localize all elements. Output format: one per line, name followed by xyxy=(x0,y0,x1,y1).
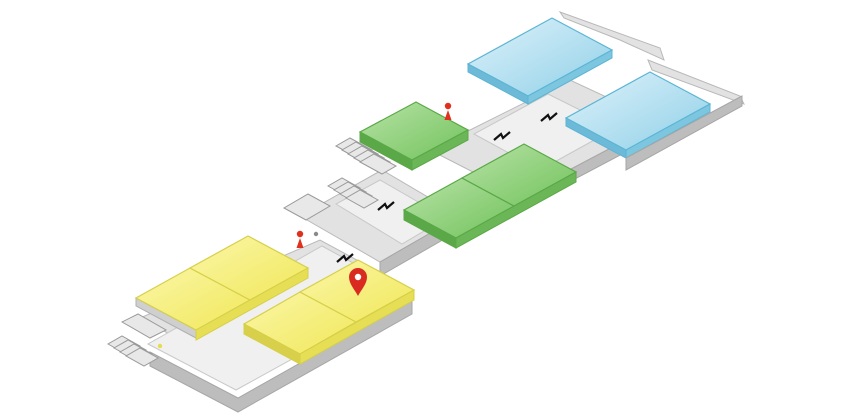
stairs-upper-left xyxy=(334,137,398,175)
restroom-icon[interactable] xyxy=(444,102,452,120)
blue-zone[interactable] xyxy=(466,11,746,171)
green-zone[interactable] xyxy=(358,101,578,249)
map-pin-icon[interactable] xyxy=(349,268,367,296)
info-dot xyxy=(157,343,163,349)
zigzag-icon xyxy=(493,131,511,141)
info-dot xyxy=(313,231,319,237)
zigzag-icon xyxy=(336,253,354,263)
stairs-bottom-left xyxy=(106,313,168,367)
blue-block-1[interactable] xyxy=(466,17,614,97)
level-break-markers xyxy=(336,112,558,263)
zigzag-icon xyxy=(377,201,395,211)
restroom-icon[interactable] xyxy=(296,230,304,248)
zigzag-icon xyxy=(540,112,558,122)
stairs-middle-left xyxy=(282,177,380,221)
